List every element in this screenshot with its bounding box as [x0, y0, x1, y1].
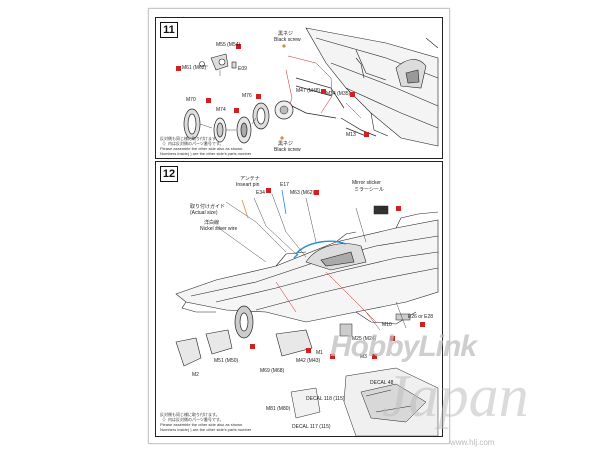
step-12-note-jp-2: （）内は反対側のパーツ番号です。: [160, 417, 224, 422]
label-antenna-jp: アンテナ: [240, 176, 260, 182]
step-11-note-jp-2: （）内は反対側のパーツ番号です。: [160, 141, 224, 146]
step-11-note-en-1: Please assemble the other side also as s…: [160, 146, 244, 151]
label-e26: E26 or E28: [408, 314, 434, 320]
label-black-screw-bottom-jp: 黒ネジ: [278, 141, 294, 147]
label-m25: M25 (M24): [352, 336, 377, 342]
label-e17: E17: [280, 182, 289, 188]
label-m2: M2: [192, 372, 199, 378]
label-guide-jp: 取り付けガイド: [190, 204, 226, 210]
step-12-panel: 12: [155, 161, 443, 437]
label-wire-jp: 洋白線: [204, 220, 220, 226]
label-black-screw-bottom-en: Black screw: [274, 147, 301, 153]
label-m61: M61 (M62): [182, 65, 207, 71]
watermark: HobbyLink Japan www.hlj.com: [330, 330, 590, 447]
label-m10: M10: [382, 322, 392, 328]
label-m51: M51 (M50): [214, 358, 239, 364]
watermark-script: Japan: [382, 363, 529, 429]
label-m3: M3: [360, 354, 367, 360]
step-11-panel: 11: [155, 17, 443, 159]
step-11-number: 11: [160, 22, 178, 38]
instruction-page: 11: [148, 8, 450, 444]
label-m47: M47 (M48): [296, 88, 321, 94]
step-12-note-en-2: Numbers inside( ) are the other side's p…: [160, 427, 252, 432]
label-m63: M63 (M62): [290, 190, 315, 196]
step-11-drawing: [176, 27, 439, 147]
label-m34: M34 (M35): [326, 91, 351, 97]
label-m70: M70: [186, 97, 196, 103]
step-12-number: 12: [160, 166, 178, 182]
label-m69: M69 (M68): [260, 368, 285, 374]
step-11-note-jp-1: 反対側も同じ様に取り付けます。: [160, 136, 220, 141]
label-m42: M42 (M43): [296, 358, 321, 364]
step-12-note-jp-1: 反対側も同じ様に取り付けます。: [160, 412, 220, 417]
label-wire-en: Nickel silver wire: [200, 226, 238, 232]
label-decal-left: DECAL 118 (115): [306, 396, 345, 402]
label-m5: M5: [380, 206, 387, 212]
label-m74: M74: [216, 107, 226, 113]
label-e09: E09: [238, 66, 247, 72]
label-black-screw-top-jp: 黒ネジ: [278, 31, 294, 37]
label-black-screw-top-en: Black screw: [274, 37, 301, 43]
label-guide-en: (Actual size): [190, 210, 218, 216]
watermark-brand: HobbyLink: [330, 330, 477, 363]
label-antenna-en: Inseart pin: [236, 182, 260, 188]
label-mirror-jp: ミラーシール: [354, 187, 384, 193]
watermark-url: www.hlj.com: [450, 438, 495, 447]
label-m76: M76: [242, 93, 252, 99]
label-m1: M1: [316, 350, 323, 356]
label-mirror-en: Mirror sticker: [352, 180, 381, 186]
label-decal: DECAL 48: [370, 380, 394, 386]
label-m13: M13: [346, 132, 356, 138]
step-12-drawing: [175, 188, 439, 436]
label-e34: E34: [256, 190, 265, 196]
label-m81: M81 (M80): [266, 406, 291, 412]
label-m55: M55 (M54): [216, 42, 241, 48]
label-decal-bottom: DECAL 117 (115): [292, 424, 331, 430]
step-11-note-en-2: Numbers inside( ) are the other side's p…: [160, 151, 252, 156]
step-12-note-en-1: Please assemble the other side also as s…: [160, 422, 244, 427]
